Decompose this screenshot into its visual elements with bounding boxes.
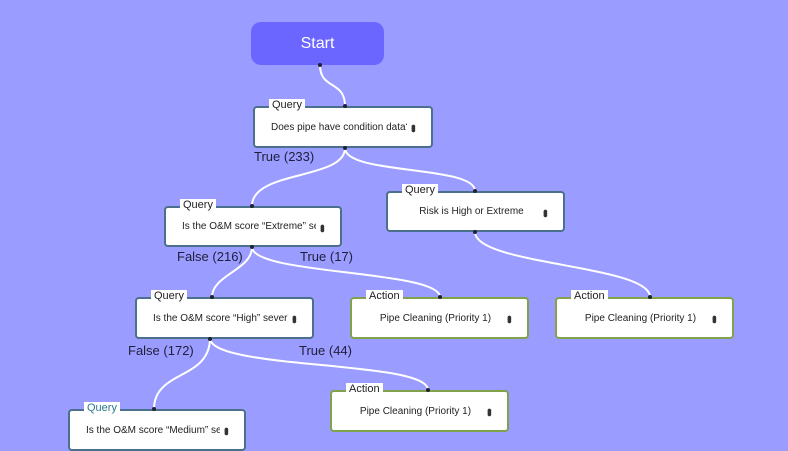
more-vertical-icon[interactable]: ••• [315, 223, 331, 230]
connector-q4-q5 [153, 337, 211, 410]
more-vertical-icon[interactable]: ••• [707, 315, 723, 321]
more-vertical-icon[interactable]: ••• [482, 408, 498, 414]
output-port[interactable] [250, 245, 254, 249]
input-port[interactable] [343, 104, 347, 108]
node-text: Risk is High or Extreme [419, 206, 524, 217]
input-port[interactable] [210, 295, 214, 299]
input-port[interactable] [426, 388, 430, 392]
node-type-badge: Query [402, 184, 438, 197]
connector-q4-a3 [209, 337, 429, 391]
connector-q3-a2 [474, 231, 651, 298]
connector-q1-q3 [344, 147, 476, 192]
node-text: Pipe Cleaning (Priority 1) [584, 312, 697, 324]
query-node-risk-high-extreme[interactable]: Query Risk is High or Extreme ••• [386, 184, 565, 232]
connector-start-q1 [319, 64, 346, 107]
query-node-condition-data[interactable]: Query Does pipe have condition data? ••• [253, 99, 433, 148]
more-vertical-icon[interactable]: ••• [406, 124, 422, 130]
node-text: Is the O&M score “Extreme” sev... [182, 221, 316, 232]
input-port[interactable] [152, 407, 156, 411]
node-type-badge: Action [346, 383, 383, 396]
action-node-pipe-cleaning-b[interactable]: Action Pipe Cleaning (Priority 1) ••• [555, 290, 734, 339]
node-type-badge: Query [180, 199, 216, 212]
action-node-pipe-cleaning-a[interactable]: Action Pipe Cleaning (Priority 1) ••• [350, 290, 529, 339]
start-output-port[interactable] [318, 63, 322, 67]
node-text: Pipe Cleaning (Priority 1) [359, 405, 472, 417]
connector-q2-q4 [211, 246, 253, 298]
node-type-badge: Action [571, 290, 608, 303]
edge-label-true: True (233) [254, 149, 315, 164]
more-vertical-icon[interactable]: ••• [219, 427, 235, 433]
output-port[interactable] [343, 146, 347, 150]
query-node-extreme-severity[interactable]: Query Is the O&M score “Extreme” sev... … [164, 199, 342, 247]
node-text: Is the O&M score “High” severity... [153, 312, 288, 324]
node-type-badge: Action [366, 290, 403, 303]
query-node-high-severity[interactable]: Query Is the O&M score “High” severity..… [135, 290, 314, 339]
edge-label-false: False (172) [128, 343, 194, 358]
input-port[interactable] [250, 204, 254, 208]
input-port[interactable] [473, 189, 477, 193]
more-vertical-icon[interactable]: ••• [502, 315, 518, 321]
edge-label-true: True (17) [300, 249, 353, 264]
edge-label-false: False (216) [177, 249, 243, 264]
start-label: Start [300, 34, 335, 52]
query-node-medium-severity[interactable]: Query Is the O&M score “Medium” sev... •… [68, 402, 246, 451]
node-text: Does pipe have condition data? [271, 121, 407, 133]
input-port[interactable] [648, 295, 652, 299]
connector-q2-a1 [251, 246, 441, 298]
node-type-badge: Query [269, 99, 305, 112]
node-text: Pipe Cleaning (Priority 1) [379, 312, 492, 324]
output-port[interactable] [473, 230, 477, 234]
node-type-badge: Query [151, 290, 187, 303]
start-node[interactable]: Start [251, 22, 384, 65]
connector-q1-q2 [251, 147, 346, 207]
input-port[interactable] [438, 295, 442, 299]
output-port[interactable] [208, 337, 212, 341]
node-text: Is the O&M score “Medium” sev... [86, 424, 220, 436]
action-node-pipe-cleaning-c[interactable]: Action Pipe Cleaning (Priority 1) ••• [330, 383, 509, 432]
more-vertical-icon[interactable]: ••• [538, 208, 554, 215]
node-type-badge: Query [84, 402, 120, 415]
more-vertical-icon[interactable]: ••• [287, 315, 303, 321]
edge-label-true: True (44) [299, 343, 352, 358]
